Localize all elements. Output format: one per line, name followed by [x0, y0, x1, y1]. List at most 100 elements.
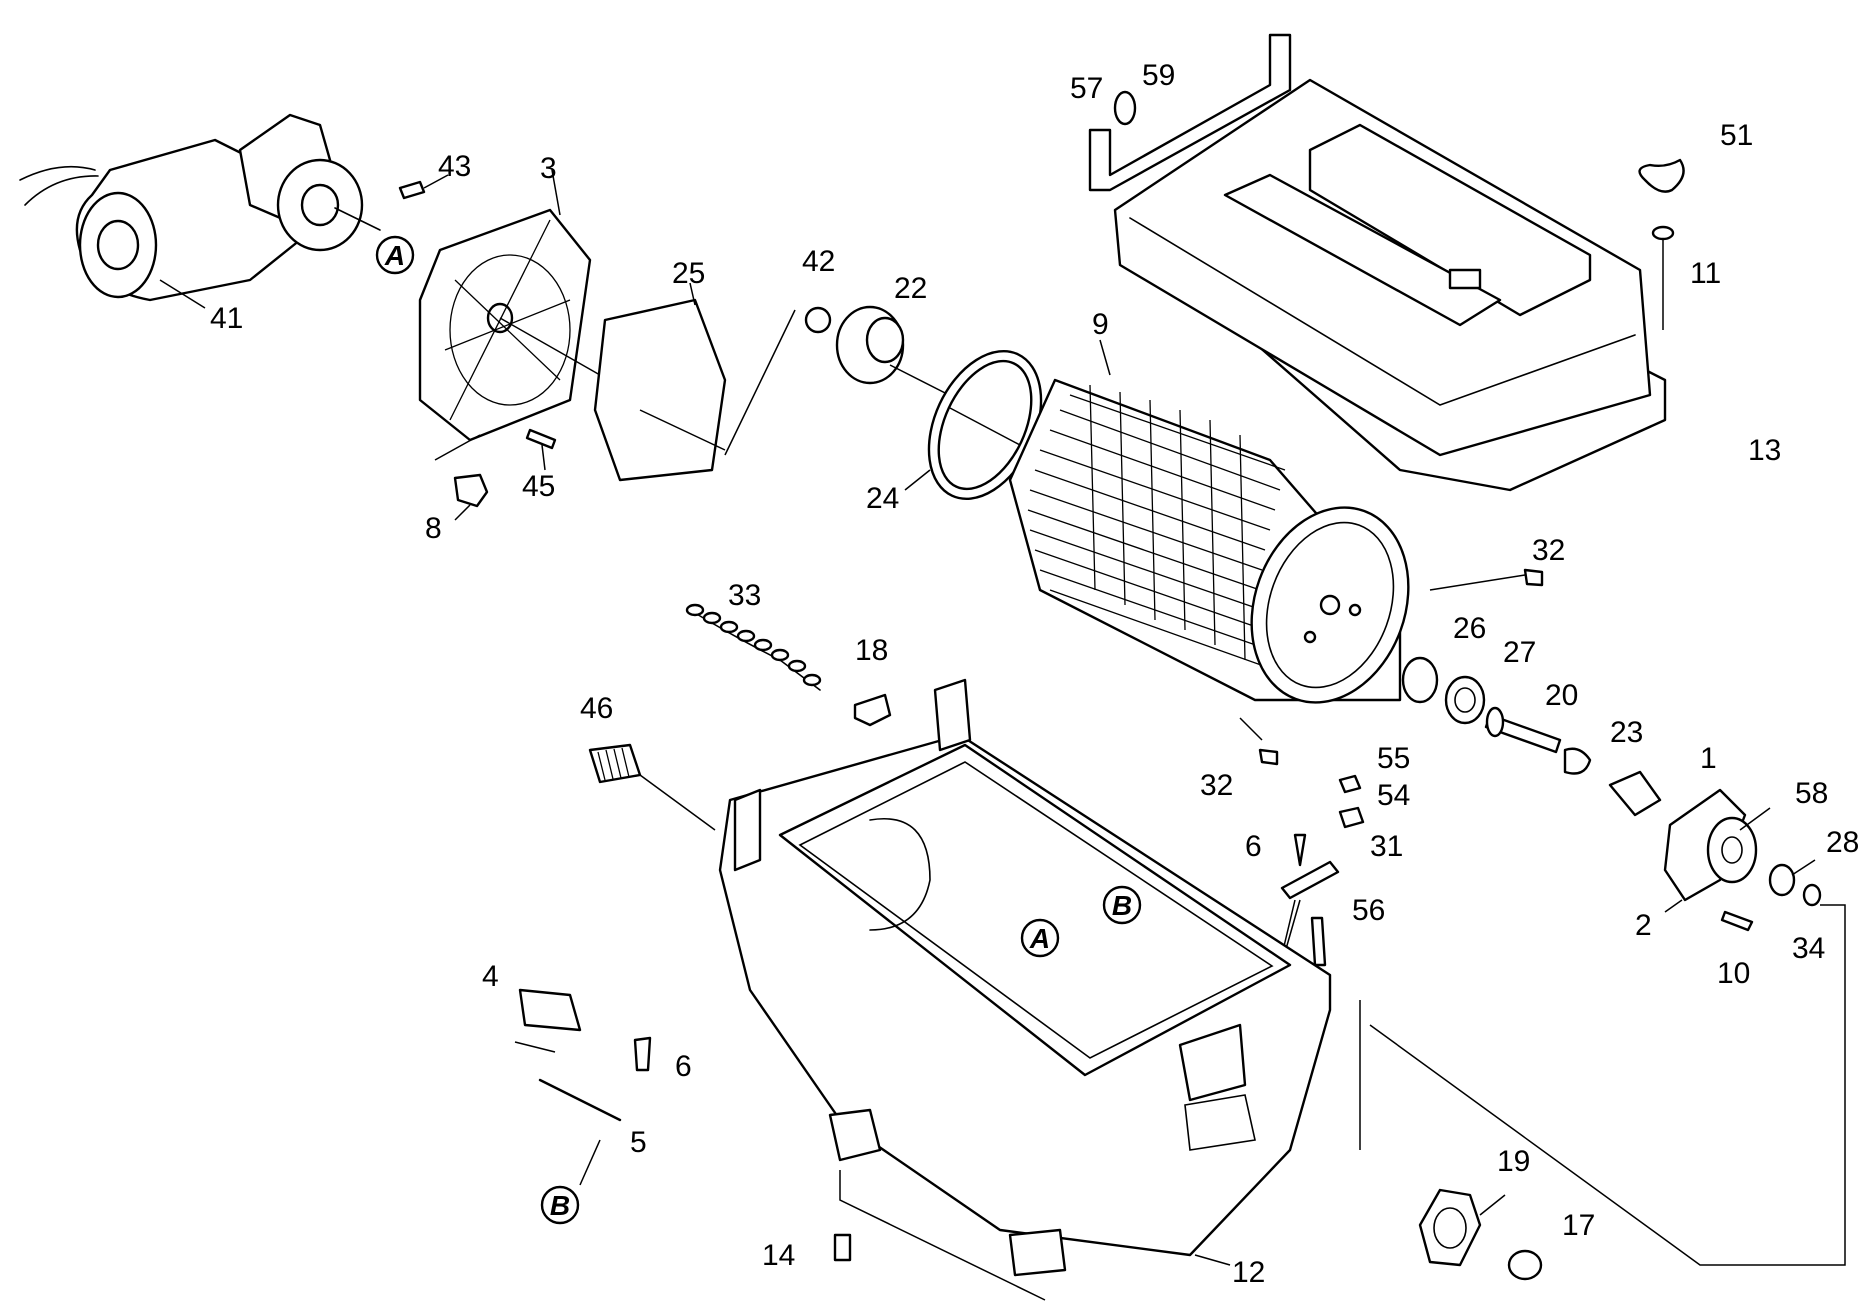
callout-1: 1: [1700, 742, 1717, 775]
leader-25-a: [639, 409, 726, 451]
lid-assembly: [1088, 33, 1685, 492]
callout-6-upper: 6: [1245, 830, 1262, 863]
leader-19: [1479, 1194, 1506, 1216]
screw-6-lower: [633, 1036, 652, 1072]
lid-bracket: [1088, 33, 1292, 192]
callout-26: 26: [1453, 612, 1486, 645]
housing-opening-rim: [798, 761, 1274, 1059]
plate-rib-3: [449, 219, 551, 421]
marker-b-bottom-circle: [540, 1185, 580, 1225]
plate-ring: [449, 254, 571, 406]
callout-6-lower: 6: [675, 1050, 692, 1083]
washer-11: [1651, 225, 1675, 241]
nut-55: [1338, 774, 1362, 794]
bolt-8: [453, 473, 489, 508]
motor-41: [19, 113, 381, 309]
callout-46: 46: [580, 692, 613, 725]
callout-23: 23: [1610, 716, 1643, 749]
shaft-20-flange: [1485, 706, 1505, 738]
rod-5: [538, 1078, 622, 1122]
brush-roller-9: [1008, 339, 1410, 704]
lid-rim-line: [1129, 217, 1636, 406]
knob-19-center: [1433, 1207, 1467, 1249]
leader-2: [1664, 899, 1683, 913]
leader-42-link: [724, 309, 796, 456]
side-plate-2: [1663, 788, 1747, 902]
leader-43: [423, 174, 449, 189]
motor-wire-2: [24, 175, 99, 206]
leader-3: [551, 169, 561, 216]
motor-wire-1: [19, 165, 96, 181]
plate-rib-2: [444, 299, 571, 351]
callout-10: 10: [1717, 957, 1750, 990]
leader-32-bottom: [1239, 717, 1263, 741]
disc-58: [1706, 816, 1758, 884]
callout-42: 42: [802, 245, 835, 278]
lid-raised-panel: [1308, 123, 1592, 317]
marker-b-housing: B: [1102, 885, 1142, 925]
leader-46: [639, 774, 716, 831]
key-43: [398, 180, 426, 200]
bearing-27-inner: [1454, 687, 1476, 713]
bearing-26: [1401, 656, 1439, 704]
flange-hub: [300, 183, 340, 227]
callout-31: 31: [1370, 830, 1403, 863]
roller-end-rim: [1265, 521, 1395, 689]
bracket-31: [1280, 860, 1340, 900]
callout-33: 33: [728, 579, 761, 612]
callout-18: 18: [855, 634, 888, 667]
housing-opening: [778, 743, 1292, 1077]
leader-24-a: [949, 407, 1021, 446]
callout-58: 58: [1795, 777, 1828, 810]
gasket-25: [593, 298, 727, 482]
lid-grip: [1448, 268, 1482, 290]
callout-17: 17: [1562, 1209, 1595, 1242]
callout-55: 55: [1377, 742, 1410, 775]
callout-27: 27: [1503, 636, 1536, 669]
hub-inner: [865, 316, 905, 364]
leader-32-top: [1429, 574, 1526, 591]
leader-12: [1194, 1254, 1231, 1266]
clip-18: [853, 693, 892, 727]
leader-3b: [499, 317, 601, 376]
roller-bristles-b: [1089, 384, 1246, 661]
leader-58: [1739, 807, 1771, 831]
callout-13: 13: [1748, 434, 1781, 467]
callout-51: 51: [1720, 119, 1753, 152]
callout-56: 56: [1352, 894, 1385, 927]
roller-hole-1: [1303, 630, 1317, 644]
callout-2: 2: [1635, 909, 1652, 942]
leader-41: [159, 279, 206, 309]
washer-34: [1802, 883, 1822, 907]
callout-9: 9: [1092, 308, 1109, 341]
callout-8: 8: [425, 512, 442, 545]
leader-14: [839, 1170, 1046, 1301]
callout-22: 22: [894, 272, 927, 305]
marker-b-housing-label: B: [1112, 890, 1132, 921]
callout-5: 5: [630, 1126, 647, 1159]
leader-25: [689, 282, 696, 306]
leader-28: [1791, 859, 1816, 876]
marker-b-bottom-label: B: [550, 1190, 570, 1221]
marker-b-housing-circle: [1102, 885, 1142, 925]
callout-12: 12: [1232, 1256, 1265, 1289]
wing-nut-51: [1638, 158, 1685, 193]
callout-32-top: 32: [1532, 534, 1565, 567]
foot-right: [1008, 1228, 1067, 1277]
roller-hole-2: [1348, 603, 1362, 617]
sleeve-1: [1608, 770, 1662, 817]
leader-8: [454, 504, 471, 521]
marker-a-housing-circle: [1020, 918, 1060, 958]
callout-54: 54: [1377, 779, 1410, 812]
callout-20: 20: [1545, 679, 1578, 712]
leader-5-b: [579, 1139, 601, 1186]
fitting-46-thread: [597, 747, 630, 781]
leader-9: [1099, 339, 1111, 376]
rivet-32-bottom: [1258, 748, 1279, 766]
ring-24: [904, 350, 1043, 500]
leader-34-long: [1369, 904, 1846, 1266]
circlip-42: [804, 306, 832, 334]
screw-10: [1720, 910, 1754, 932]
callout-11: 11: [1690, 257, 1721, 290]
foot-left: [828, 1108, 882, 1162]
